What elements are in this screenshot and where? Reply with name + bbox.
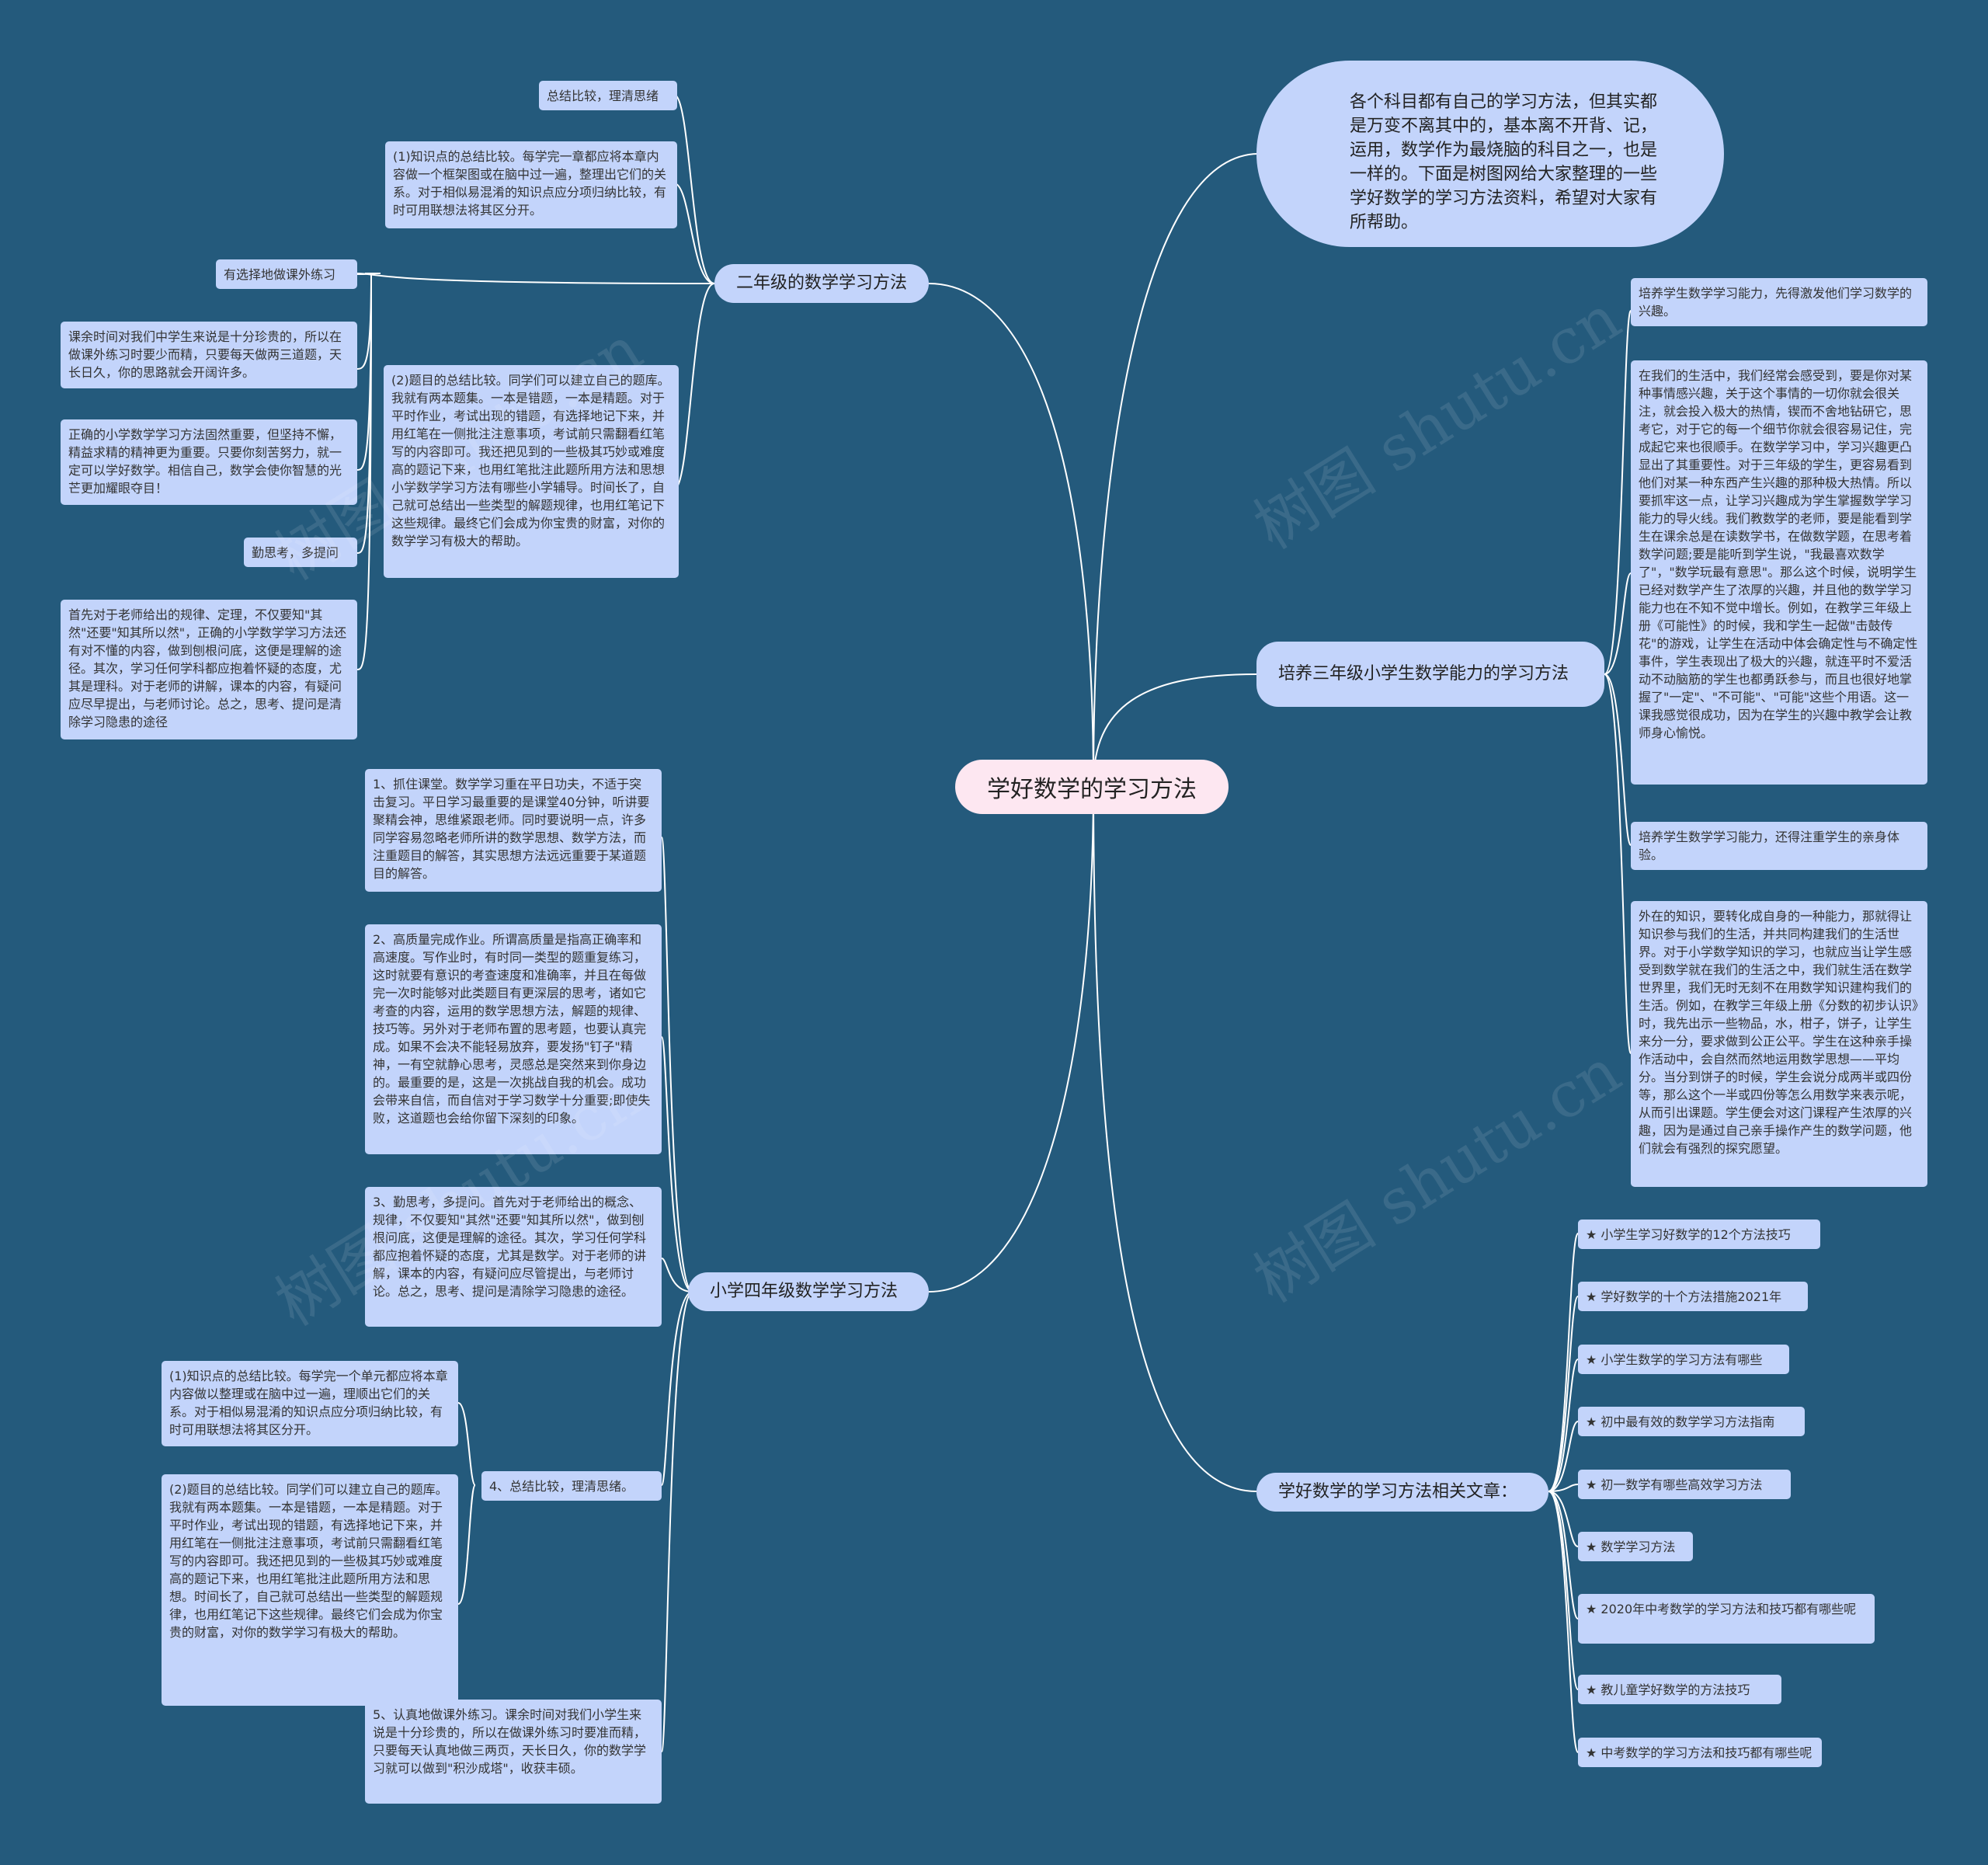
related-item-text: ★ 数学学习方法 <box>1586 1540 1676 1554</box>
related-item[interactable]: ★ 2020年中考数学的学习方法和技巧都有哪些呢 <box>1578 1594 1875 1644</box>
branch-grade3-label: 培养三年级小学生数学能力的学习方法 <box>1278 664 1569 684</box>
grade2-extra-text[interactable]: 课余时间对我们中学生来说是十分珍贵的，所以在做课外练习时要少而精，只要每天做两三… <box>61 322 357 388</box>
grade2-spirit[interactable]: 正确的小学数学学习方法固然重要，但坚持不懈，精益求精的精神更为重要。只要你刻苦努… <box>61 419 357 505</box>
grade2-extra-title[interactable]: 有选择地做课外练习 <box>216 259 357 289</box>
grade3-experience-title-text: 培养学生数学学习能力，还得注重学生的亲身体验。 <box>1639 830 1900 862</box>
related-item-text: ★ 学好数学的十个方法措施2021年 <box>1586 1289 1782 1304</box>
branch-grade2[interactable]: 二年级的数学学习方法 <box>714 264 929 303</box>
grade4-p4-title[interactable]: 4、总结比较，理清思绪。 <box>481 1471 662 1501</box>
grade4-p2-text: 2、高质量完成作业。所谓高质量是指高正确率和高速度。写作业时，有时同一类型的题重… <box>373 932 651 1126</box>
grade2-summary-text: 总结比较，理清思绪 <box>547 89 659 103</box>
grade2-problems[interactable]: (2)题目的总结比较。同学们可以建立自己的题库。我就有两本题集。一本是错题，一本… <box>384 365 679 578</box>
related-item[interactable]: ★ 初中最有效的数学学习方法指南 <box>1578 1407 1805 1436</box>
grade3-interest-text-content: 在我们的生活中，我们经常会感受到，要是你对某种事情感兴趣，关于这个事情的一切你就… <box>1639 368 1918 740</box>
related-item[interactable]: ★ 数学学习方法 <box>1578 1532 1693 1561</box>
related-item-text: ★ 2020年中考数学的学习方法和技巧都有哪些呢 <box>1586 1602 1857 1616</box>
grade4-p4-title-text: 4、总结比较，理清思绪。 <box>489 1479 634 1494</box>
grade2-problems-text: (2)题目的总结比较。同学们可以建立自己的题库。我就有两本题集。一本是错题，一本… <box>391 373 670 548</box>
grade3-experience-title[interactable]: 培养学生数学学习能力，还得注重学生的亲身体验。 <box>1631 822 1927 870</box>
branch-grade4[interactable]: 小学四年级数学学习方法 <box>688 1272 929 1311</box>
root-topic[interactable]: 学好数学的学习方法 <box>955 760 1229 814</box>
link-root-intro <box>1093 153 1259 785</box>
grade3-interest-title[interactable]: 培养学生数学学习能力，先得激发他们学习数学的兴趣。 <box>1631 278 1927 326</box>
related-item-text: ★ 初一数学有哪些高效学习方法 <box>1586 1477 1763 1492</box>
grade2-think-title-text: 勤思考，多提问 <box>252 545 339 560</box>
intro-node[interactable]: 各个科目都有自己的学习方法，但其实都是万变不离其中的，基本离不开背、记，运用，数… <box>1256 61 1724 247</box>
related-item[interactable]: ★ 中考数学的学习方法和技巧都有哪些呢 <box>1578 1738 1822 1767</box>
grade2-knowledge[interactable]: (1)知识点的总结比较。每学完一章都应将本章内容做一个框架图或在脑中过一遍，整理… <box>385 141 677 228</box>
related-item[interactable]: ★ 教儿童学好数学的方法技巧 <box>1578 1675 1781 1704</box>
grade4-p2[interactable]: 2、高质量完成作业。所谓高质量是指高正确率和高速度。写作业时，有时同一类型的题重… <box>365 924 662 1154</box>
related-item-text: ★ 小学生学习好数学的12个方法技巧 <box>1586 1227 1791 1242</box>
intro-text: 各个科目都有自己的学习方法，但其实都是万变不离其中的，基本离不开背、记，运用，数… <box>1350 92 1658 232</box>
grade4-p5[interactable]: 5、认真地做课外练习。课余时间对我们小学生来说是十分珍贵的，所以在做课外练习时要… <box>365 1700 662 1804</box>
grade4-p1-text: 1、抓住课堂。数学学习重在平日功夫，不适于突击复习。平日学习最重要的是课堂40分… <box>373 777 650 881</box>
related-item[interactable]: ★ 小学生数学的学习方法有哪些 <box>1578 1345 1789 1374</box>
grade2-summary[interactable]: 总结比较，理清思绪 <box>539 81 677 110</box>
branch-grade3[interactable]: 培养三年级小学生数学能力的学习方法 <box>1256 642 1604 707</box>
related-item-text: ★ 中考数学的学习方法和技巧都有哪些呢 <box>1586 1745 1812 1760</box>
grade2-extra-text-content: 课余时间对我们中学生来说是十分珍贵的，所以在做课外练习时要少而精，只要每天做两三… <box>68 329 342 380</box>
related-item[interactable]: ★ 初一数学有哪些高效学习方法 <box>1578 1470 1791 1499</box>
link-root-grade4 <box>928 784 1094 1293</box>
branch-grade4-label: 小学四年级数学学习方法 <box>710 1282 898 1301</box>
grade4-p4-b-text: (2)题目的总结比较。同学们可以建立自己的题库。我就有两本题集。一本是错题，一本… <box>169 1482 448 1640</box>
grade3-interest-text[interactable]: 在我们的生活中，我们经常会感受到，要是你对某种事情感兴趣，关于这个事情的一切你就… <box>1631 360 1927 785</box>
grade2-think-text-content: 首先对于老师给出的规律、定理，不仅要知"其然"还要"知其所以然"，正确的小学数学… <box>68 607 347 729</box>
branch-related-label: 学好数学的学习方法相关文章： <box>1278 1482 1518 1501</box>
link-root-related <box>1093 784 1257 1492</box>
grade4-p3[interactable]: 3、勤思考，多提问。首先对于老师给出的概念、规律，不仅要知"其然"还要"知其所以… <box>365 1187 662 1327</box>
grade4-p1[interactable]: 1、抓住课堂。数学学习重在平日功夫，不适于突击复习。平日学习最重要的是课堂40分… <box>365 769 662 892</box>
related-item-text: ★ 初中最有效的数学学习方法指南 <box>1586 1414 1775 1429</box>
grade4-p4-b[interactable]: (2)题目的总结比较。同学们可以建立自己的题库。我就有两本题集。一本是错题，一本… <box>162 1474 458 1706</box>
grade2-knowledge-text: (1)知识点的总结比较。每学完一章都应将本章内容做一个框架图或在脑中过一遍，整理… <box>393 149 667 217</box>
branch-grade2-label: 二年级的数学学习方法 <box>736 273 908 293</box>
grade3-experience-text-content: 外在的知识，要转化成自身的一种能力，那就得让知识参与我们的生活，并共同构建我们的… <box>1639 909 1919 1156</box>
related-item-text: ★ 小学生数学的学习方法有哪些 <box>1586 1352 1763 1367</box>
grade3-experience-text[interactable]: 外在的知识，要转化成自身的一种能力，那就得让知识参与我们的生活，并共同构建我们的… <box>1631 901 1927 1187</box>
grade4-p5-text: 5、认真地做课外练习。课余时间对我们小学生来说是十分珍贵的，所以在做课外练习时要… <box>373 1707 647 1776</box>
root-topic-label: 学好数学的学习方法 <box>987 776 1197 803</box>
grade4-p4-a-text: (1)知识点的总结比较。每学完一个单元都应将本章内容做以整理或在脑中过一遍，理顺… <box>169 1369 448 1437</box>
grade2-spirit-text: 正确的小学数学学习方法固然重要，但坚持不懈，精益求精的精神更为重要。只要你刻苦努… <box>68 427 342 496</box>
grade4-p4-a[interactable]: (1)知识点的总结比较。每学完一个单元都应将本章内容做以整理或在脑中过一遍，理顺… <box>162 1361 458 1446</box>
related-item-text: ★ 教儿童学好数学的方法技巧 <box>1586 1682 1750 1697</box>
branch-related[interactable]: 学好数学的学习方法相关文章： <box>1256 1473 1548 1512</box>
grade3-interest-title-text: 培养学生数学学习能力，先得激发他们学习数学的兴趣。 <box>1639 286 1913 318</box>
link-root-grade3 <box>1093 673 1257 785</box>
link-root-grade2 <box>928 283 1094 785</box>
related-item[interactable]: ★ 学好数学的十个方法措施2021年 <box>1578 1282 1808 1311</box>
grade4-p3-text: 3、勤思考，多提问。首先对于老师给出的概念、规律，不仅要知"其然"还要"知其所以… <box>373 1195 647 1299</box>
grade2-extra-title-text: 有选择地做课外练习 <box>224 267 336 282</box>
grade2-think-text[interactable]: 首先对于老师给出的规律、定理，不仅要知"其然"还要"知其所以然"，正确的小学数学… <box>61 600 357 739</box>
grade2-think-title[interactable]: 勤思考，多提问 <box>244 538 357 567</box>
related-item[interactable]: ★ 小学生学习好数学的12个方法技巧 <box>1578 1220 1820 1249</box>
